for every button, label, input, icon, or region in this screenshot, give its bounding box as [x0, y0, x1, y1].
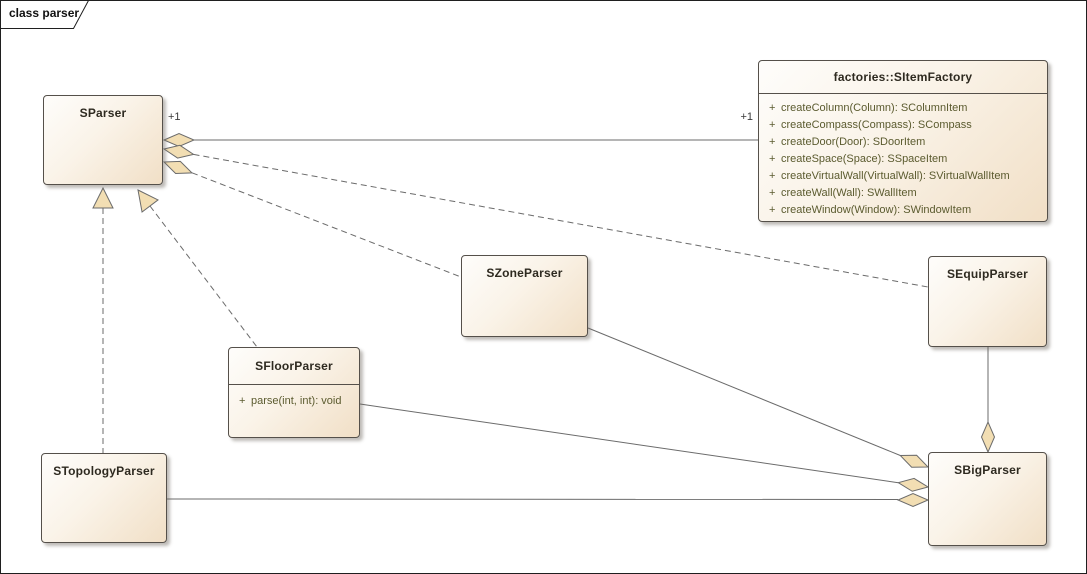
visibility-label: +	[769, 135, 776, 148]
method-row: + createDoor(Door): SDoorItem	[759, 133, 1047, 150]
class-node-sbigparser[interactable]: SBigParser	[928, 452, 1047, 546]
visibility-label: +	[769, 203, 776, 216]
generalization-arrowhead-icon	[137, 189, 159, 213]
edge-szoneparser-sbigparser[interactable]	[587, 327, 930, 473]
class-node-sfloorparser[interactable]: SFloorParser + parse(int, int): void	[228, 347, 360, 438]
method-signature: parse(int, int): void	[251, 394, 342, 407]
edge-sparser-sequipparser[interactable]	[162, 143, 929, 288]
class-name: SParser	[79, 106, 127, 120]
aggregation-diamond-icon	[162, 132, 196, 148]
class-name: STopologyParser	[53, 464, 155, 478]
diagram-frame-tab: class parser	[0, 0, 96, 32]
method-row: + createCompass(Compass): SCompass	[759, 116, 1047, 133]
class-node-sparser[interactable]: SParser	[43, 95, 163, 185]
method-signature: createCompass(Compass): SCompass	[781, 118, 972, 131]
aggregation-diamond-icon	[899, 454, 930, 468]
edge-sfloorparser-sparser[interactable]	[130, 184, 258, 348]
visibility-label: +	[769, 169, 776, 182]
class-name: SZoneParser	[486, 266, 563, 280]
generalization-arrowhead-icon	[92, 186, 114, 209]
visibility-label: +	[769, 118, 776, 131]
method-signature: createWall(Wall): SWallItem	[781, 186, 917, 199]
method-signature: createColumn(Column): SColumnItem	[781, 101, 968, 114]
multiplicity-label: +1	[168, 111, 181, 123]
method-signature: createWindow(Window): SWindowItem	[781, 203, 972, 216]
edge-sfloorparser-sbigparser[interactable]	[359, 403, 930, 493]
class-name: SFloorParser	[255, 359, 333, 373]
method-row: + createWindow(Window): SWindowItem	[759, 201, 1047, 218]
class-name: SEquipParser	[946, 267, 1029, 281]
edge-sparser-sitemfactory[interactable]	[162, 132, 758, 148]
methods-compartment: + parse(int, int): void	[229, 385, 359, 409]
method-row: + createWall(Wall): SWallItem	[759, 184, 1047, 201]
methods-compartment: + createColumn(Column): SColumnItem + crea…	[759, 94, 1047, 218]
method-row: + createSpace(Space): SSpaceItem	[759, 150, 1047, 167]
aggregation-diamond-icon	[896, 492, 930, 508]
edge-sequipparser-sbigparser[interactable]	[980, 347, 996, 454]
method-row: + parse(int, int): void	[229, 392, 359, 409]
class-node-szoneparser[interactable]: SZoneParser	[461, 255, 588, 337]
diagram-title: class parser	[9, 6, 80, 20]
visibility-label: +	[769, 152, 776, 165]
class-node-sequipparser[interactable]: SEquipParser	[928, 256, 1047, 347]
aggregation-diamond-icon	[897, 477, 930, 492]
visibility-label: +	[769, 186, 776, 199]
method-signature: createSpace(Space): SSpaceItem	[781, 152, 948, 165]
aggregation-diamond-icon	[162, 160, 194, 175]
visibility-label: +	[239, 394, 246, 407]
multiplicity-label: +1	[740, 111, 753, 123]
method-row: + createVirtualWall(VirtualWall): SVirtua…	[759, 167, 1047, 184]
method-row: + createColumn(Column): SColumnItem	[759, 99, 1047, 116]
aggregation-diamond-icon	[980, 420, 996, 454]
class-node-sitemfactory[interactable]: factories::SItemFactory + createColumn(Co…	[758, 60, 1048, 222]
class-name: factories::SItemFactory	[833, 70, 973, 84]
edge-stopologyparser-sbigparser[interactable]	[166, 492, 930, 508]
compartment-divider	[759, 93, 1047, 94]
class-name: SBigParser	[954, 463, 1021, 477]
aggregation-diamond-icon	[162, 144, 195, 159]
edge-stopologyparser-sparser[interactable]	[92, 186, 114, 453]
edge-sparser-szoneparser[interactable]	[162, 156, 462, 278]
method-signature: createDoor(Door): SDoorItem	[781, 135, 926, 148]
visibility-label: +	[769, 101, 776, 114]
compartment-divider	[229, 384, 359, 385]
class-node-stopologyparser[interactable]: STopologyParser	[41, 453, 167, 543]
method-signature: createVirtualWall(VirtualWall): SVirtual…	[781, 169, 1010, 182]
